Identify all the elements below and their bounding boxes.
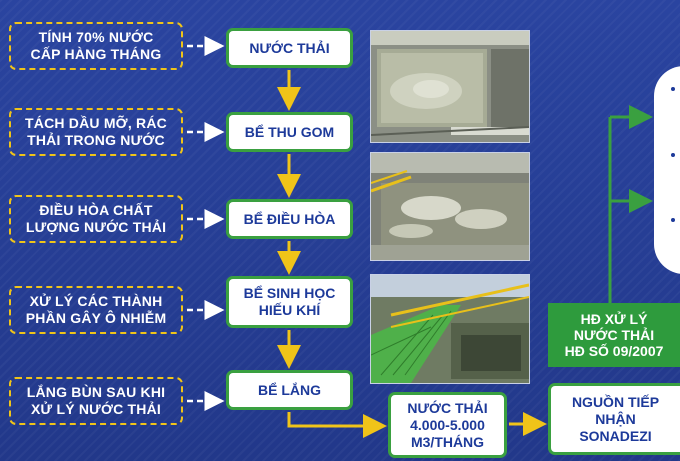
output-card <box>654 66 680 274</box>
discharge-volume-box: NƯỚC THẢI 4.000-5.000 M3/THÁNG <box>388 392 507 458</box>
bullet-dot <box>671 87 675 91</box>
step-collection-tank: BỂ THU GOM <box>226 112 353 152</box>
tank-photo-1 <box>370 30 530 143</box>
step-wastewater: NƯỚC THẢI <box>226 28 353 68</box>
tank-photo-3 <box>370 274 530 384</box>
receiving-source-box: NGUỒN TIẾP NHẬN SONADEZI <box>548 383 680 455</box>
bullet-dot <box>671 153 675 157</box>
step-equalization-tank: BỂ ĐIỀU HÒA <box>226 199 353 239</box>
step-settling-tank: BỂ LẮNG <box>226 370 353 410</box>
bullet-dot <box>671 218 675 222</box>
treatment-contract-box: HĐ XỬ LÝ NƯỚC THẢI HĐ SỐ 09/2007 <box>548 303 680 367</box>
tank-photo-2 <box>370 152 530 261</box>
